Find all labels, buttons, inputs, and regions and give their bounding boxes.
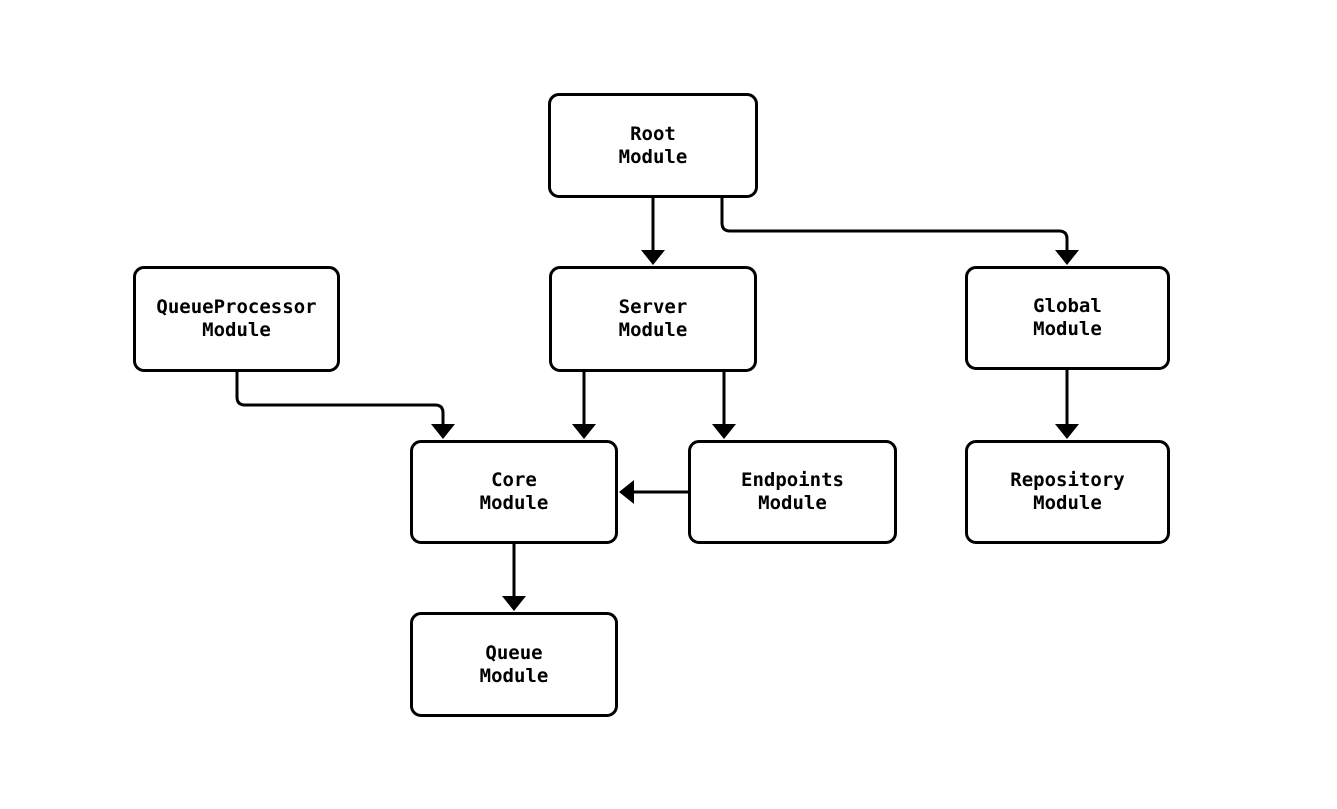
node-endpoints-module: Endpoints Module (688, 440, 897, 544)
node-queueprocessor-module-label: QueueProcessor Module (156, 296, 317, 341)
node-repository-module: Repository Module (965, 440, 1170, 544)
node-server-module-label: Server Module (618, 296, 688, 341)
edge-root-to-global (720, 198, 1079, 265)
node-root-module-label: Root Module (618, 122, 688, 168)
node-queue-module-label: Queue Module (479, 641, 549, 687)
node-repository-module-label: Repository Module (1010, 469, 1125, 514)
node-global-module-label: Global Module (1033, 295, 1102, 340)
node-queueprocessor-module: QueueProcessor Module (133, 266, 340, 372)
node-global-module: Global Module (965, 266, 1170, 370)
node-root-module: Root Module (548, 93, 758, 198)
node-core-module-label: Core Module (479, 469, 549, 514)
node-server-module: Server Module (549, 266, 757, 372)
edge-queueprocessor-to-core (235, 372, 455, 439)
node-core-module: Core Module (410, 440, 618, 544)
node-endpoints-module-label: Endpoints Module (741, 469, 844, 514)
node-queue-module: Queue Module (410, 612, 618, 717)
